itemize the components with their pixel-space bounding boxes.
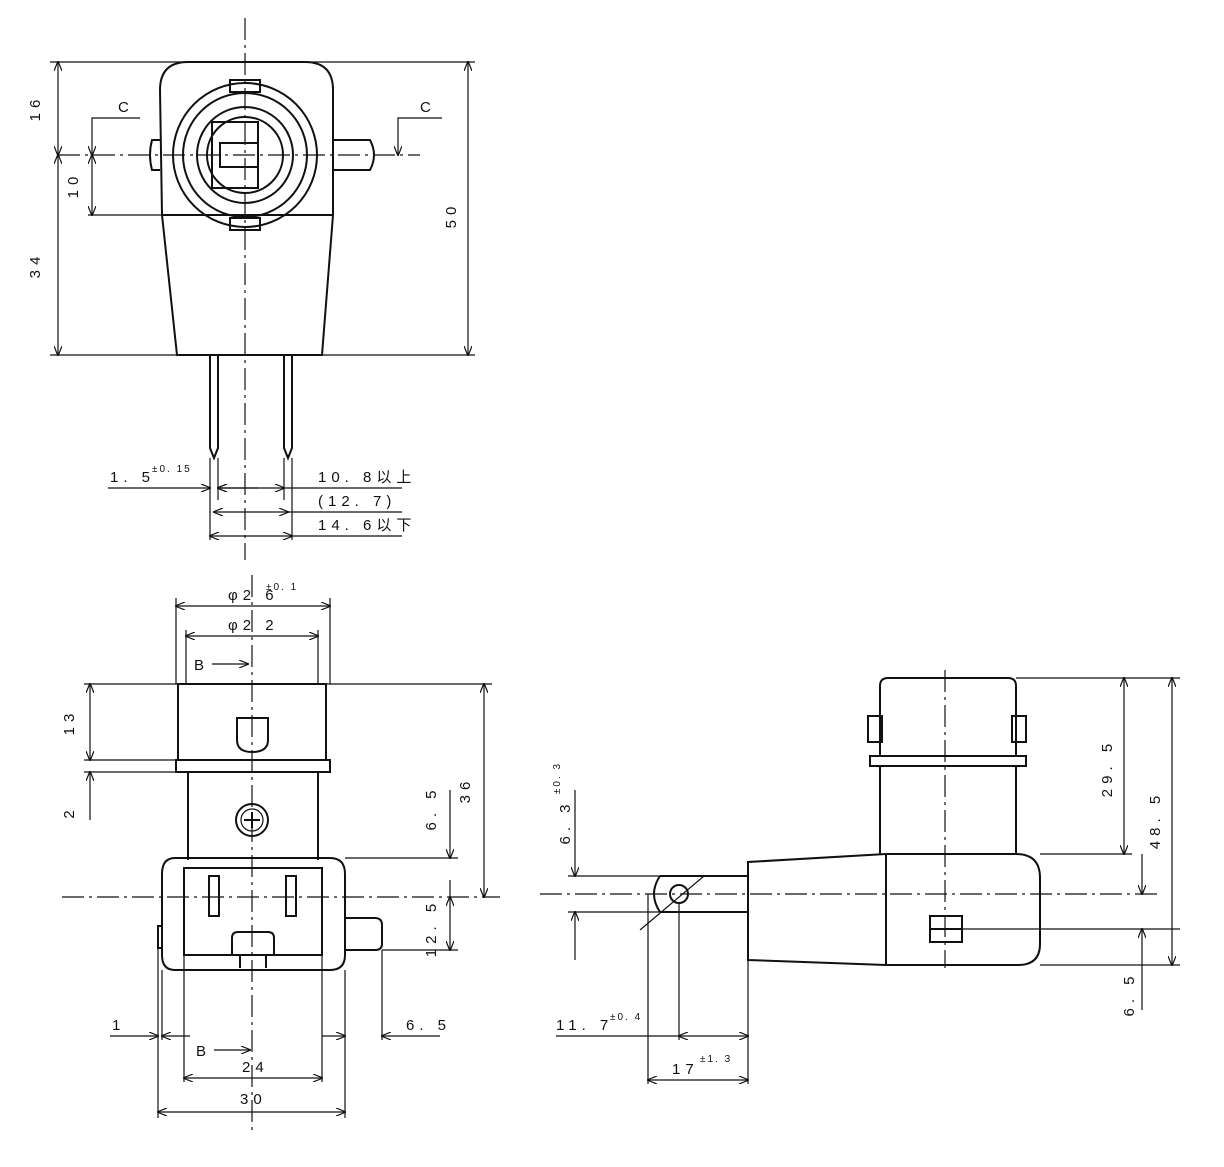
front-view-left-slot: [208, 875, 220, 917]
dim-2-label: 2: [61, 805, 78, 818]
top-view-bottom-notch: [229, 217, 261, 231]
front-view-sleeve-window: [236, 717, 269, 754]
dim-1-label: 1: [112, 1017, 125, 1034]
side-view-cable-end: [653, 875, 661, 913]
top-view-ring-3: [196, 106, 294, 204]
top-view: 16 10 34 50 C C 1. 5 ±0. 15 10. 8以上 (12.…: [27, 18, 475, 560]
dim-10-8-label: 10. 8以上: [318, 469, 416, 486]
dim-17-tolerance: ±1. 3: [700, 1054, 732, 1065]
front-view-ground-key: [231, 931, 275, 955]
screw-cross: [244, 812, 260, 828]
top-view-outer-ring: [172, 82, 318, 228]
front-view-left-tab: [157, 925, 162, 949]
dim-16-label: 16: [27, 95, 44, 122]
section-c-right-arrow: [398, 117, 442, 155]
top-view-right-latch: [333, 139, 375, 171]
dim-22-label: φ2 2: [228, 617, 279, 634]
front-view-face: [183, 867, 323, 956]
dim-6-3-tolerance: ±0. 3: [552, 762, 563, 794]
front-view: φ2 6 ±0. 1 φ2 2 B 13 2 36 6. 5 12. 5: [61, 575, 500, 1130]
screw-icon: [235, 803, 269, 837]
front-view-body: [161, 857, 346, 971]
dim-10-label: 10: [65, 172, 82, 199]
dim-6-5-right-label: 6. 5: [1121, 971, 1138, 1016]
section-b-top-label: B: [194, 657, 209, 674]
side-view-left-boss: [867, 715, 883, 743]
side-view-hole-leader: [639, 875, 705, 931]
dim-34-label: 34: [27, 252, 44, 279]
dim-11-7-label: 11. 7: [556, 1017, 613, 1034]
top-view-left-pin: [209, 355, 219, 461]
top-view-body: [158, 61, 334, 356]
front-view-flange: [175, 759, 331, 773]
side-view-body: [885, 853, 1041, 966]
dim-50-label: 50: [443, 202, 460, 229]
side-view-flange: [869, 755, 1027, 767]
dim-24-label: 24: [242, 1059, 269, 1076]
top-view-left-latch: [149, 139, 160, 171]
dim-26-label: φ2 6: [228, 587, 279, 604]
dim-12-5-label: 12. 5: [423, 899, 440, 957]
section-c-left-arrow: [92, 117, 140, 155]
dim-29-5-label: 29. 5: [1099, 739, 1116, 797]
dim-36-label: 36: [457, 777, 474, 804]
dim-14-6-label: 14. 6以下: [318, 517, 416, 534]
side-view-sleeve: [879, 677, 1017, 756]
top-view-top-notch: [229, 79, 261, 93]
top-view-inner-ring: [206, 116, 284, 194]
side-view: 6. 3 ±0. 3 29. 5 48. 5 6. 5 11. 7 ±0. 4 …: [540, 670, 1180, 1084]
dim-17-label: 17: [672, 1061, 699, 1078]
dim-6-5-top-label: 6. 5: [423, 785, 440, 830]
screw-head-inner: [240, 808, 264, 832]
dim-13-label: 13: [61, 709, 78, 736]
top-view-right-pin: [283, 355, 293, 461]
dim-6-3-label: 6. 3: [557, 799, 574, 844]
dim-11-7-tolerance: ±0. 4: [610, 1012, 642, 1023]
dim-12-7-label: (12. 7): [318, 493, 396, 510]
top-view-socket-key: [219, 142, 259, 168]
side-view-strain-relief: [747, 853, 887, 966]
dim-1-5-tolerance: ±0. 15: [152, 464, 192, 475]
front-view-right-slot: [285, 875, 297, 917]
dim-30-label: 30: [240, 1091, 267, 1108]
dim-6-5-side-label: 6. 5: [406, 1017, 451, 1034]
section-b-bottom-label: B: [196, 1043, 211, 1060]
dim-1-5-label: 1. 5: [110, 469, 155, 486]
side-view-right-boss: [1011, 715, 1027, 743]
dim-48-5-label: 48. 5: [1147, 791, 1164, 849]
dim-26-tolerance: ±0. 1: [266, 582, 298, 593]
section-c-left-label: C: [118, 99, 134, 116]
front-view-right-latch: [345, 917, 383, 951]
section-c-right-label: C: [420, 99, 436, 116]
